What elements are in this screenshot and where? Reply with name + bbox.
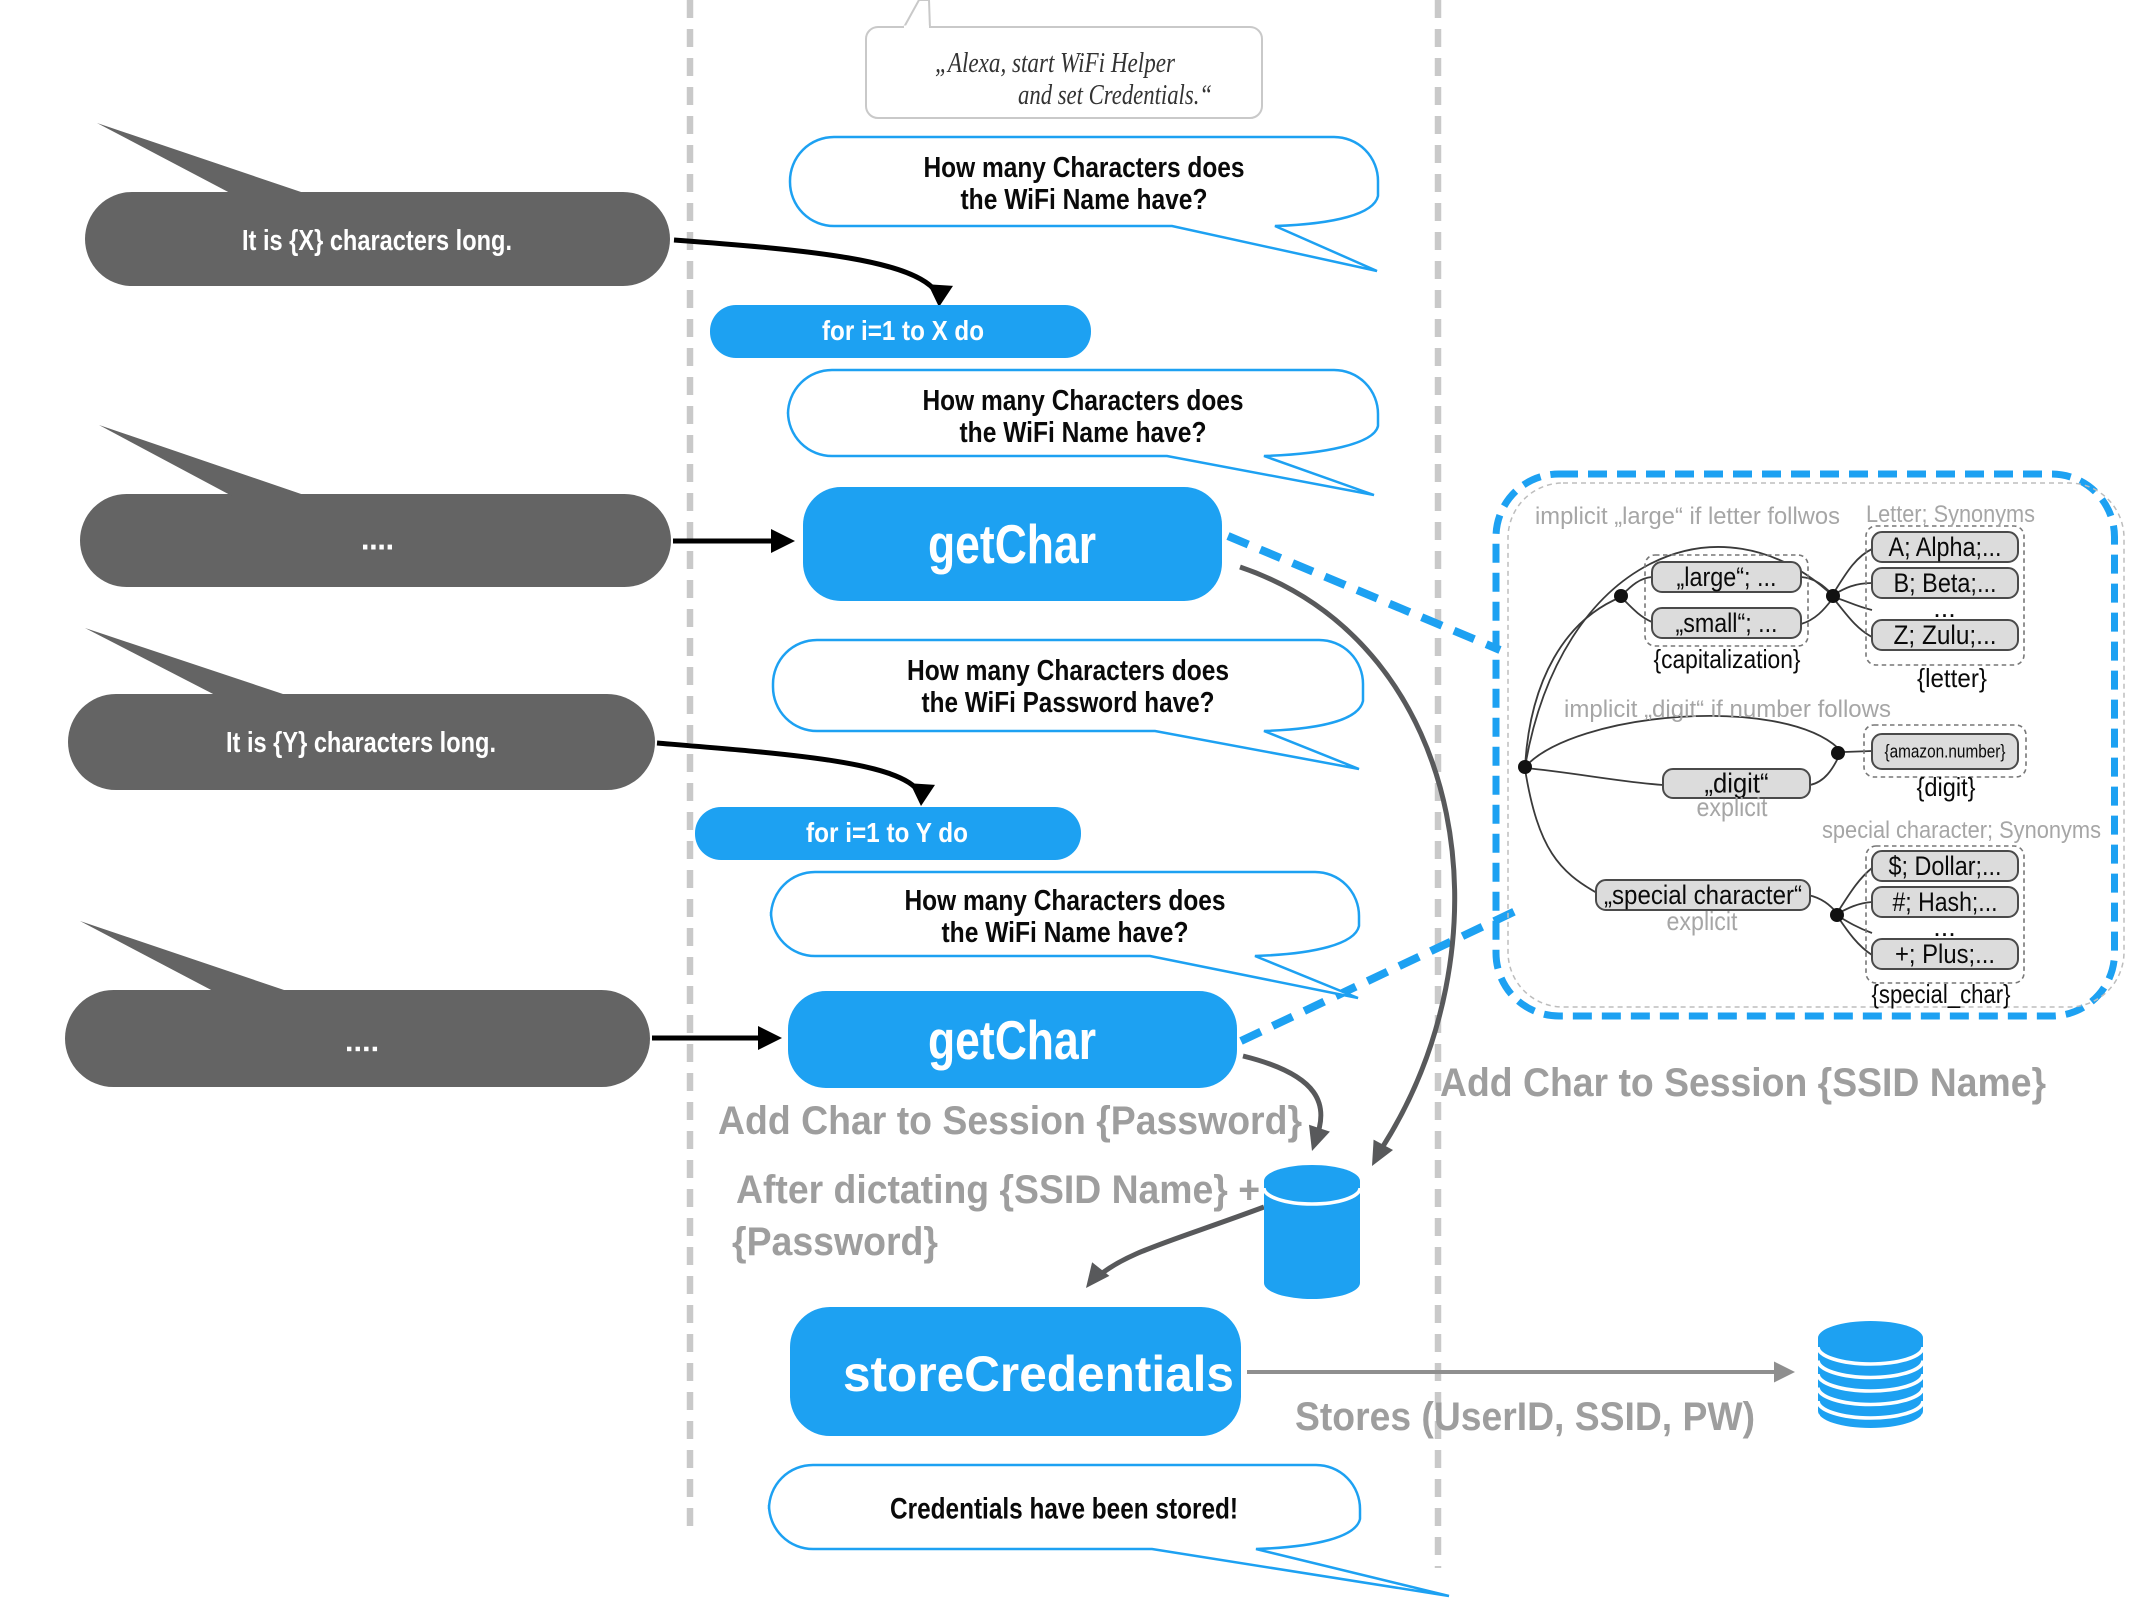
svg-text:for i=1 to X do: for i=1 to X do xyxy=(822,315,984,346)
svg-text:Add Char to Session {SSID Name: Add Char to Session {SSID Name} xyxy=(1440,1061,2046,1105)
svg-text:implicit „digit“ if number fol: implicit „digit“ if number follows xyxy=(1564,696,1891,723)
svg-text:...: ... xyxy=(1933,912,1956,942)
svg-text:special character; Synonyms: special character; Synonyms xyxy=(1822,817,2101,844)
svg-text:It is {Y} characters long.: It is {Y} characters long. xyxy=(226,727,496,759)
svg-text:the WiFi Name have?: the WiFi Name have? xyxy=(960,417,1207,449)
svg-text:Letter; Synonyms: Letter; Synonyms xyxy=(1866,501,2035,528)
svg-text:How many Characters does: How many Characters does xyxy=(924,152,1245,184)
svg-text:How many Characters does: How many Characters does xyxy=(907,655,1229,687)
svg-text:{capitalization}: {capitalization} xyxy=(1654,644,1801,674)
svg-text:explicit: explicit xyxy=(1697,792,1769,822)
svg-text:storeCredentials: storeCredentials xyxy=(843,1346,1234,1402)
svg-text:{Password}: {Password} xyxy=(732,1220,938,1264)
svg-text:getChar: getChar xyxy=(928,1009,1096,1071)
svg-text:„special character“: „special character“ xyxy=(1604,880,1802,910)
svg-text:explicit: explicit xyxy=(1667,906,1739,936)
svg-text:getChar: getChar xyxy=(928,513,1096,575)
svg-text:Credentials have been stored!: Credentials have been stored! xyxy=(890,1493,1238,1526)
svg-text:implicit „large“ if letter fol: implicit „large“ if letter follwos xyxy=(1535,503,1840,530)
svg-text:How many Characters does: How many Characters does xyxy=(923,385,1244,417)
svg-text:the WiFi Password have?: the WiFi Password have? xyxy=(922,687,1215,719)
svg-text:„digit“: „digit“ xyxy=(1705,768,1769,799)
svg-text:Z; Zulu;...: Z; Zulu;... xyxy=(1894,620,1997,650)
svg-text:#; Hash;...: #; Hash;... xyxy=(1893,887,1998,917)
svg-text:Add Char to Session {Password}: Add Char to Session {Password} xyxy=(718,1099,1302,1143)
svg-text:„small“; ...: „small“; ... xyxy=(1676,608,1778,638)
svg-text:the WiFi Name have?: the WiFi Name have? xyxy=(942,917,1189,949)
svg-text:{letter}: {letter} xyxy=(1917,663,1987,693)
svg-text:It is {X} characters long.: It is {X} characters long. xyxy=(242,225,512,257)
svg-text:$; Dollar;...: $; Dollar;... xyxy=(1889,851,2002,881)
svg-text:+; Plus;...: +; Plus;... xyxy=(1895,939,1995,969)
svg-text:B; Beta;...: B; Beta;... xyxy=(1894,568,1997,598)
svg-text:A; Alpha;...: A; Alpha;... xyxy=(1889,532,2002,562)
svg-text:Stores (UserID, SSID, PW): Stores (UserID, SSID, PW) xyxy=(1295,1395,1755,1439)
svg-text:How many Characters does: How many Characters does xyxy=(905,885,1226,917)
svg-text:...: ... xyxy=(1933,593,1956,623)
svg-text:After dictating {SSID Name} +: After dictating {SSID Name} + xyxy=(736,1168,1260,1212)
svg-text:„large“; ...: „large“; ... xyxy=(1677,562,1777,592)
svg-text:{special_char}: {special_char} xyxy=(1872,979,2011,1009)
svg-text:{amazon.number}: {amazon.number} xyxy=(1885,741,2006,761)
svg-text:{digit}: {digit} xyxy=(1917,772,1976,802)
svg-text:the WiFi Name have?: the WiFi Name have? xyxy=(961,184,1208,216)
svg-text:„Alexa, start WiFi Helper: „Alexa, start WiFi Helper xyxy=(935,48,1175,79)
svg-text:for i=1 to Y do: for i=1 to Y do xyxy=(806,817,968,848)
svg-text:and set Credentials.“: and set Credentials.“ xyxy=(1018,80,1212,111)
